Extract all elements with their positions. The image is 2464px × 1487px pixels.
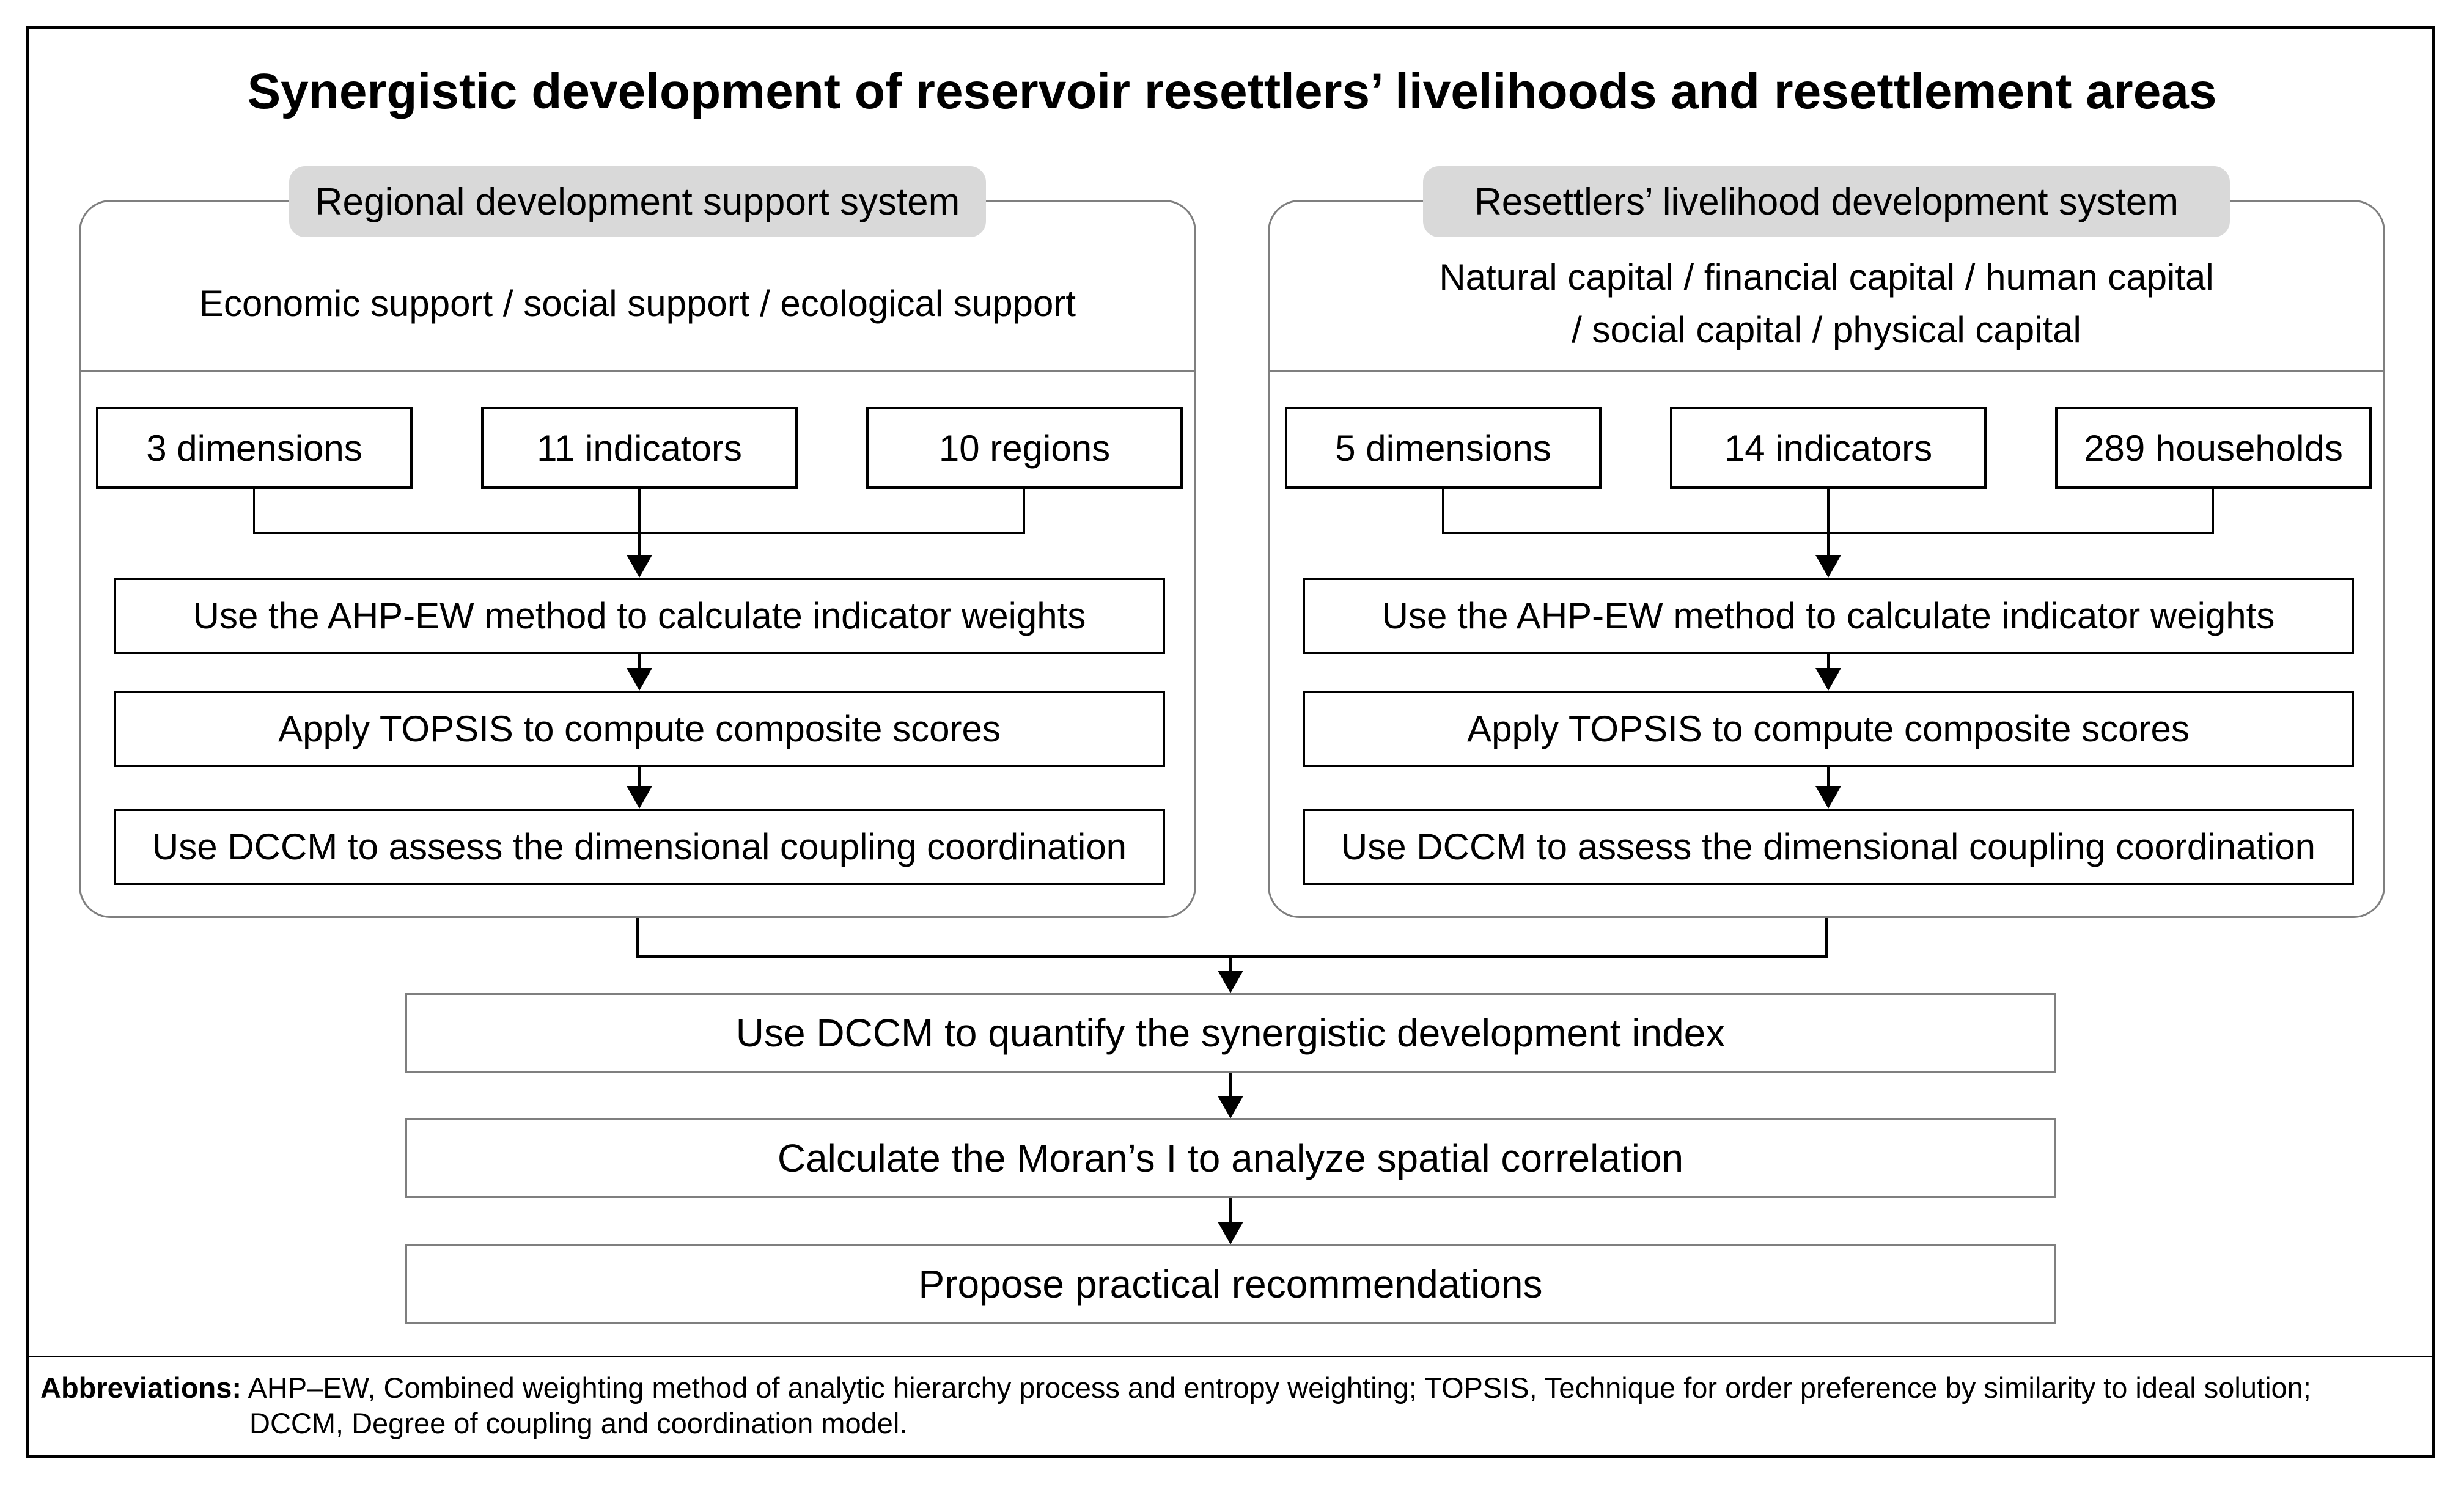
box-synergistic-index: Use DCCM to quantify the synergistic dev… bbox=[405, 993, 2056, 1073]
connector-line bbox=[1825, 918, 1828, 955]
connector-line bbox=[1827, 654, 1830, 668]
connector-line bbox=[638, 767, 641, 786]
panel-subtitle-livelihood: Natural capital / financial capital / hu… bbox=[1270, 237, 2383, 370]
box-dimensions: 5 dimensions bbox=[1285, 407, 1602, 489]
abbreviations-line-1: Abbreviations: AHP–EW, Combined weightin… bbox=[40, 1370, 2432, 1406]
connector-line bbox=[1229, 1198, 1232, 1222]
figure-title: Synergistic development of reservoir res… bbox=[247, 64, 2217, 119]
box-households: 289 households bbox=[2055, 407, 2372, 489]
arrow-down-icon bbox=[1815, 786, 1841, 809]
connector-line bbox=[2212, 489, 2214, 532]
arrow-down-icon bbox=[1218, 1222, 1243, 1244]
connector-line bbox=[253, 489, 255, 532]
abbreviations-label: Abbreviations: bbox=[40, 1371, 242, 1404]
arrow-down-icon bbox=[627, 668, 652, 691]
arrow-down-icon bbox=[1218, 1096, 1243, 1118]
connector-line bbox=[1229, 1073, 1232, 1096]
abbreviations-separator bbox=[29, 1356, 2432, 1357]
subtitle-line: / social capital / physical capital bbox=[1572, 309, 2081, 350]
abbreviations-note: Abbreviations: AHP–EW, Combined weightin… bbox=[40, 1370, 2432, 1441]
box-recommendations: Propose practical recommendations bbox=[405, 1244, 2056, 1324]
panel-resettlers-livelihood: Resettlers’ livelihood development syste… bbox=[1268, 166, 2385, 918]
box-morans-i: Calculate the Moran’s I to analyze spati… bbox=[405, 1118, 2056, 1198]
connector-line bbox=[1023, 489, 1025, 532]
connector-line bbox=[1827, 767, 1830, 786]
box-ahp-ew-method: Use the AHP-EW method to calculate indic… bbox=[1303, 578, 2354, 654]
box-dccm-method: Use DCCM to assess the dimensional coupl… bbox=[114, 809, 1165, 885]
arrow-down-icon bbox=[1815, 668, 1841, 691]
arrow-down-icon bbox=[1218, 971, 1243, 993]
panel-subtitle-regional: Economic support / social support / ecol… bbox=[81, 237, 1194, 370]
panel-badge-livelihood: Resettlers’ livelihood development syste… bbox=[1423, 166, 2230, 237]
panel-separator bbox=[1270, 370, 2383, 372]
box-indicators: 11 indicators bbox=[481, 407, 798, 489]
box-indicators: 14 indicators bbox=[1670, 407, 1987, 489]
connector-line bbox=[636, 918, 639, 955]
panel-badge-regional: Regional development support system bbox=[289, 166, 986, 237]
panel-separator bbox=[81, 370, 1194, 372]
connector-line bbox=[638, 654, 641, 668]
box-dimensions: 3 dimensions bbox=[96, 407, 413, 489]
arrow-down-icon bbox=[627, 786, 652, 809]
connector-line bbox=[1229, 958, 1232, 971]
box-ahp-ew-method: Use the AHP-EW method to calculate indic… bbox=[114, 578, 1165, 654]
connector-line bbox=[1827, 489, 1830, 555]
connector-line bbox=[636, 955, 1828, 958]
connector-line bbox=[1442, 489, 1444, 532]
box-topsis-method: Apply TOPSIS to compute composite scores bbox=[1303, 691, 2354, 767]
abbreviations-line-2: DCCM, Degree of coupling and coordinatio… bbox=[249, 1407, 908, 1439]
connector-line bbox=[638, 489, 641, 555]
subtitle-line: Natural capital / financial capital / hu… bbox=[1439, 256, 2214, 298]
arrow-down-icon bbox=[627, 555, 652, 578]
box-topsis-method: Apply TOPSIS to compute composite scores bbox=[114, 691, 1165, 767]
panel-regional-development: Regional development support system Econ… bbox=[79, 166, 1196, 918]
box-regions: 10 regions bbox=[866, 407, 1183, 489]
figure-outer-border bbox=[26, 26, 2435, 1458]
subtitle-line: Economic support / social support / ecol… bbox=[199, 282, 1076, 324]
abbreviations-text-1: AHP–EW, Combined weighting method of ana… bbox=[248, 1371, 2311, 1404]
arrow-down-icon bbox=[1815, 555, 1841, 578]
box-dccm-method: Use DCCM to assess the dimensional coupl… bbox=[1303, 809, 2354, 885]
